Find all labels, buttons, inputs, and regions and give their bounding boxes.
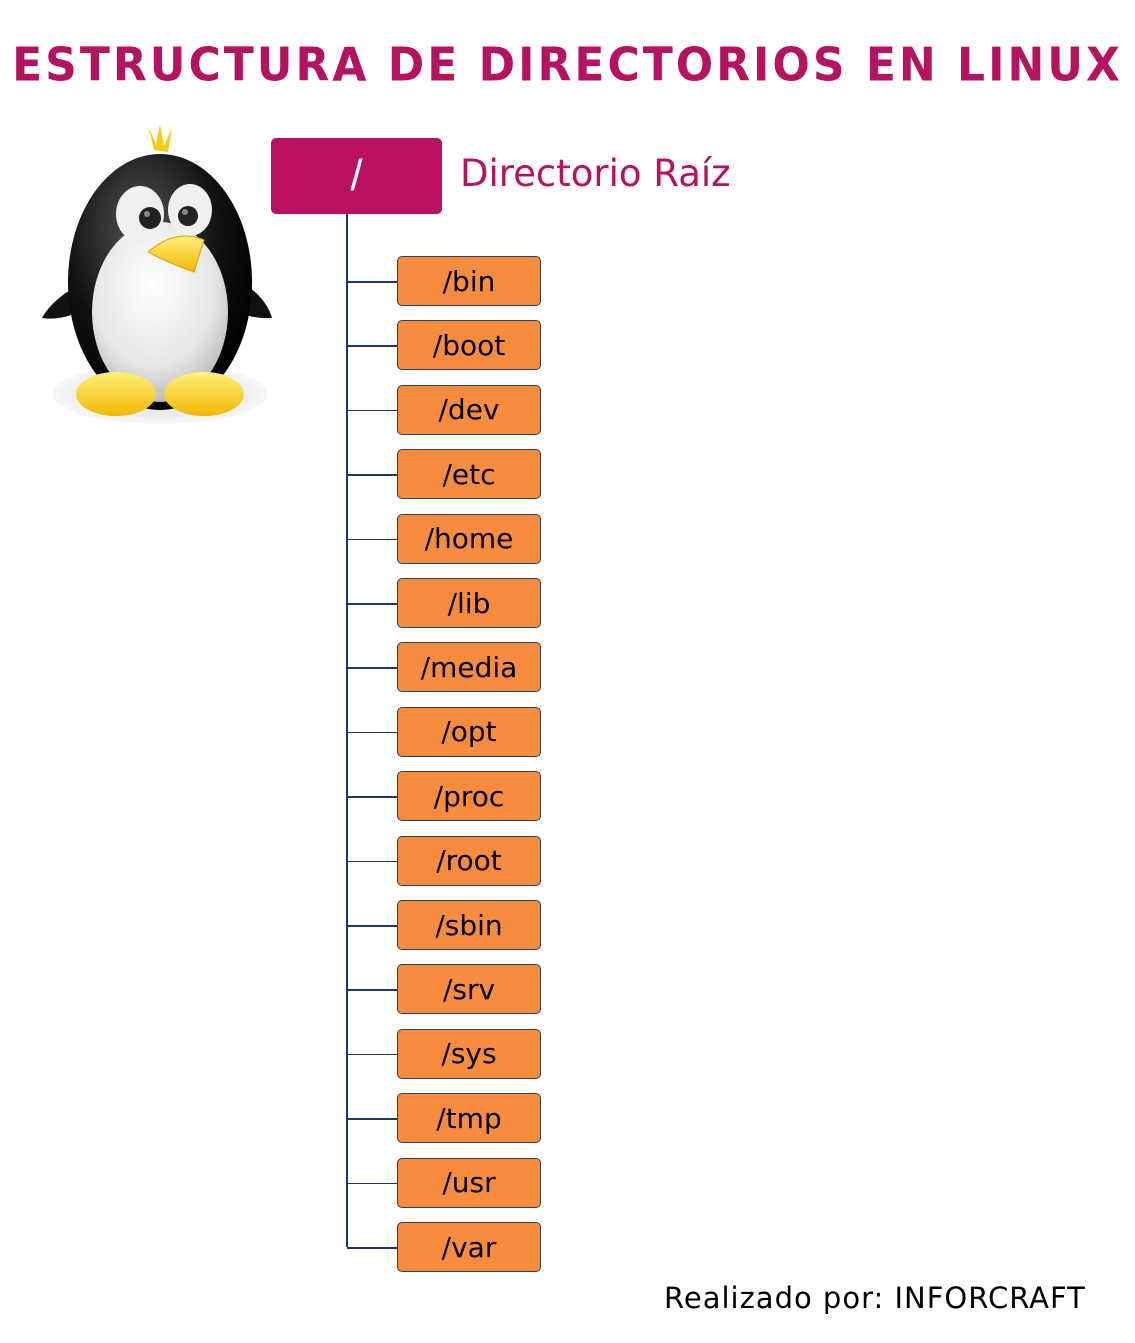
- tree-branch-connector: [347, 667, 398, 669]
- tree-branch-connector: [347, 1118, 398, 1120]
- directory-name: /usr: [442, 1166, 496, 1200]
- directory-name: /proc: [433, 779, 505, 813]
- tree-branch-connector: [347, 1247, 398, 1249]
- directory-box[interactable]: /bin: [397, 256, 541, 306]
- directory-box[interactable]: /boot: [397, 320, 541, 371]
- directory-name: /root: [436, 844, 502, 878]
- page-title: ESTRUCTURA DE DIRECTORIOS EN LINUX: [12, 38, 1123, 93]
- tux-penguin-icon: [36, 122, 276, 432]
- tree-branch-connector: [347, 409, 398, 412]
- tree-branch-connector: [347, 860, 398, 863]
- directory-name: /dev: [438, 393, 500, 427]
- directory-name: /lib: [447, 586, 491, 620]
- tree-branch-connector: [347, 925, 398, 927]
- directory-box[interactable]: /tmp: [397, 1093, 541, 1144]
- directory-name: /srv: [442, 972, 496, 1006]
- directory-box[interactable]: /lib: [397, 578, 541, 628]
- directory-box[interactable]: /var: [397, 1222, 541, 1272]
- directory-name: /var: [441, 1230, 497, 1264]
- directory-box[interactable]: /sbin: [397, 900, 541, 950]
- directory-box[interactable]: /proc: [397, 771, 541, 822]
- tree-trunk-connector: [346, 214, 348, 1247]
- root-directory-symbol: /: [350, 151, 363, 200]
- tree-branch-connector: [347, 1053, 398, 1056]
- tree-branch-connector: [347, 281, 398, 283]
- directory-name: /media: [420, 650, 518, 684]
- directory-name: /etc: [442, 457, 496, 491]
- tree-branch-connector: [347, 538, 398, 541]
- directory-box[interactable]: /srv: [397, 964, 541, 1015]
- directory-name: /opt: [441, 715, 497, 749]
- tree-branch-connector: [347, 796, 398, 798]
- directory-name: /sys: [441, 1037, 497, 1071]
- tree-branch-connector: [347, 603, 398, 605]
- directory-name: /boot: [432, 328, 506, 362]
- root-directory-box[interactable]: /: [271, 138, 442, 214]
- directory-name: /tmp: [436, 1101, 502, 1135]
- directory-box[interactable]: /sys: [397, 1028, 541, 1079]
- root-directory-label: Directorio Raíz: [460, 152, 731, 195]
- author-credit: Realizado por: INFORCRAFT: [664, 1281, 1086, 1315]
- directory-name: /sbin: [435, 908, 503, 942]
- tree-branch-connector: [347, 1182, 398, 1185]
- directory-box[interactable]: /etc: [397, 449, 541, 500]
- directory-box[interactable]: /usr: [397, 1157, 541, 1208]
- directory-name: /bin: [442, 264, 496, 298]
- directory-box[interactable]: /media: [397, 642, 541, 693]
- tree-branch-connector: [347, 731, 398, 734]
- directory-name: /home: [424, 522, 514, 556]
- directory-box[interactable]: /opt: [397, 706, 541, 757]
- directory-box[interactable]: /dev: [397, 384, 541, 435]
- tree-branch-connector: [347, 474, 398, 476]
- tree-branch-connector: [347, 345, 398, 347]
- directory-box[interactable]: /home: [397, 513, 541, 564]
- tree-branch-connector: [347, 989, 398, 991]
- directory-box[interactable]: /root: [397, 835, 541, 886]
